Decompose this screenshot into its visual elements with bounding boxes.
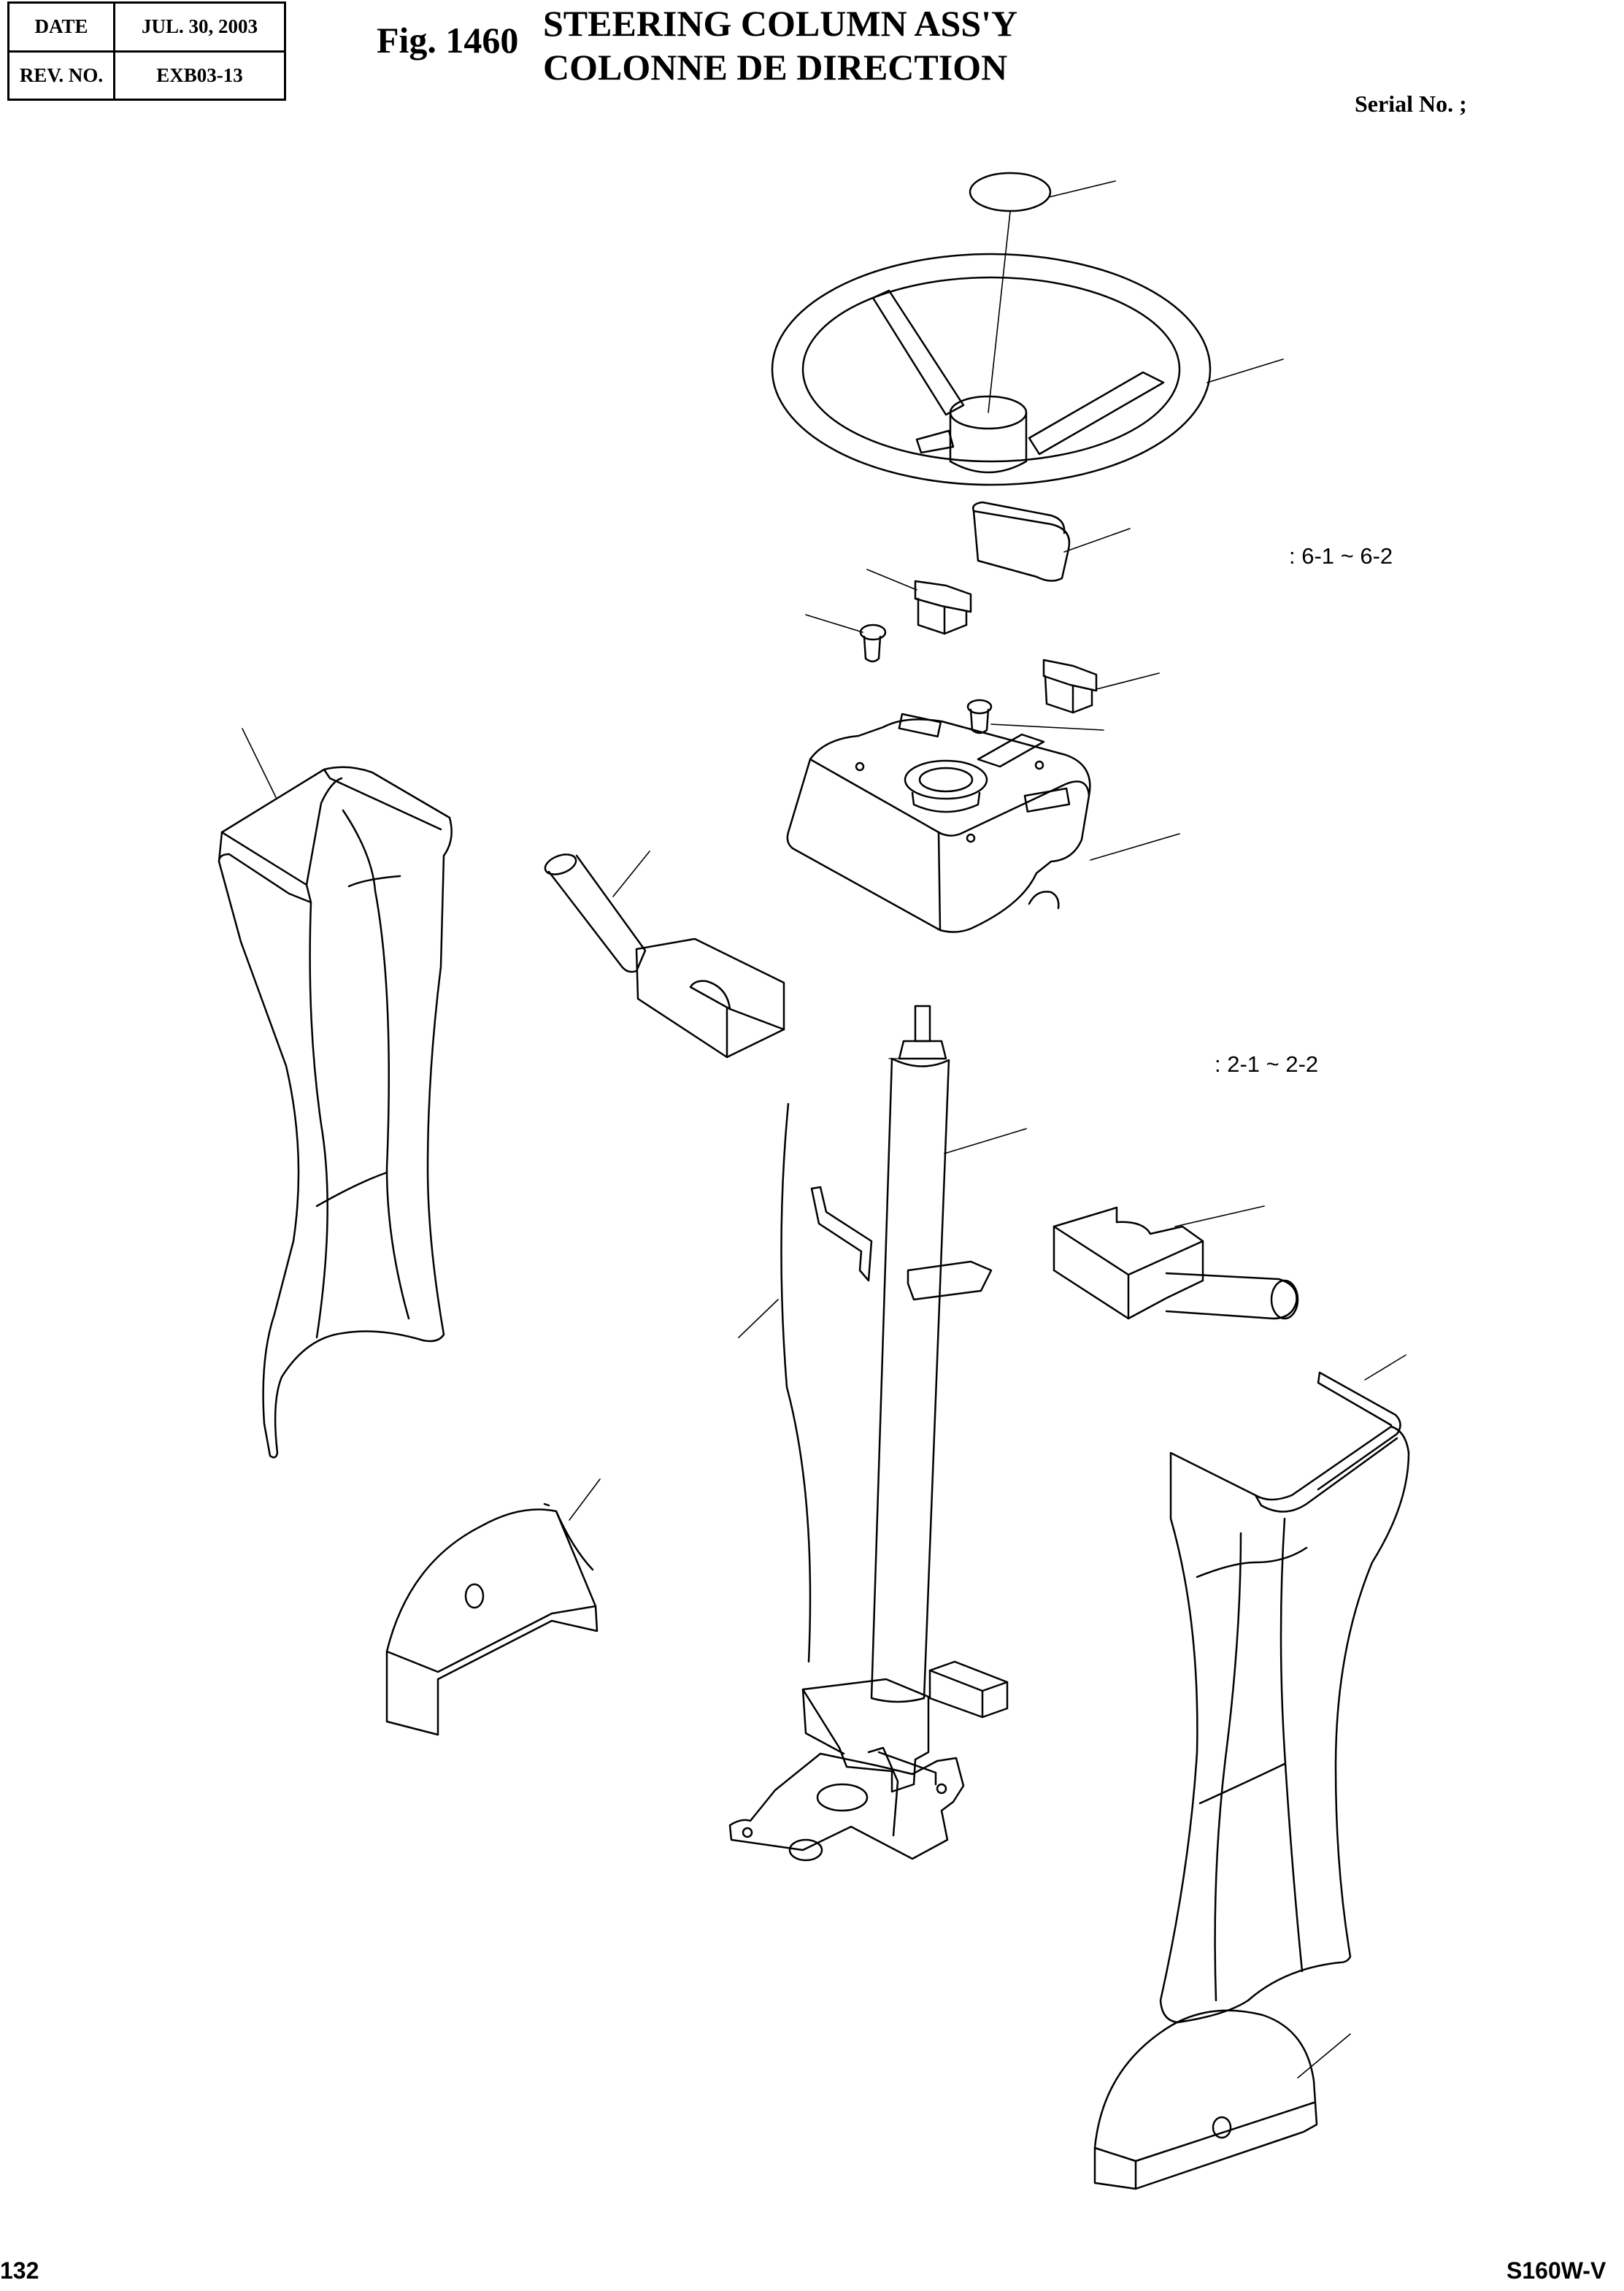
rev-label: REV. NO. bbox=[7, 50, 115, 101]
title-english: STEERING COLUMN ASS'Y bbox=[543, 3, 1018, 44]
figure-number: Fig. 1460 bbox=[377, 20, 519, 61]
upper-column-cover bbox=[786, 713, 1180, 933]
part-range-6: : 6-1 ~ 6-2 bbox=[1289, 543, 1393, 569]
switch-right bbox=[1042, 659, 1160, 714]
left-column-cover bbox=[218, 728, 453, 1459]
date-label: DATE bbox=[7, 1, 115, 53]
right-column-cover bbox=[1159, 1354, 1410, 2024]
column-boot bbox=[738, 1102, 812, 1663]
lever-right bbox=[1052, 1205, 1299, 1320]
part-range-2: : 2-1 ~ 2-2 bbox=[1215, 1051, 1319, 1077]
spacer-block bbox=[928, 1660, 1009, 1719]
rev-value: EXB03-13 bbox=[113, 50, 286, 101]
bolt-right bbox=[966, 699, 1104, 734]
date-value: JUL. 30, 2003 bbox=[113, 1, 286, 53]
revision-table: DATE JUL. 30, 2003 REV. NO. EXB03-13 bbox=[7, 1, 286, 101]
dust-cover bbox=[972, 501, 1131, 582]
title-french: COLONNE DE DIRECTION bbox=[543, 47, 1008, 88]
serial-number: Serial No. ; bbox=[1355, 91, 1467, 117]
lower-cover-right bbox=[1093, 2009, 1351, 2190]
switch-left bbox=[866, 569, 972, 635]
lever-left bbox=[544, 851, 785, 1059]
steering-column bbox=[728, 1005, 1027, 1862]
steering-wheel bbox=[771, 211, 1284, 486]
page-number: 132 bbox=[0, 2257, 39, 2284]
bolt-left bbox=[805, 614, 887, 663]
lower-cover-left bbox=[385, 1478, 601, 1736]
model-number: S160W-V bbox=[1506, 2257, 1606, 2284]
horn-cap bbox=[969, 172, 1116, 212]
figure-title: STEERING COLUMN ASS'Y COLONNE DE DIRECTI… bbox=[543, 1, 1017, 89]
